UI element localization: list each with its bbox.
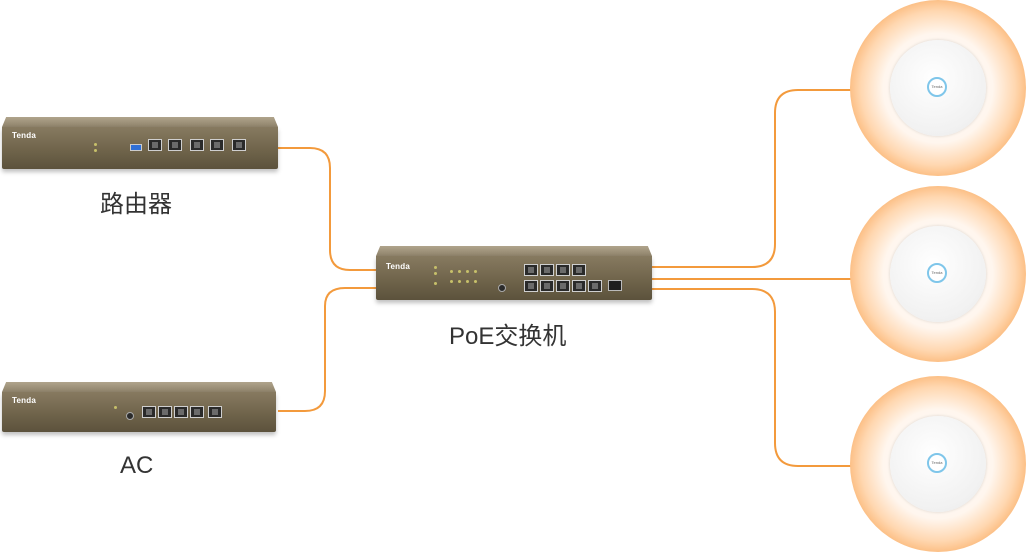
router-status-led — [94, 143, 97, 146]
router-brand-logo: Tenda — [12, 131, 36, 140]
switch-port-led — [450, 280, 453, 283]
router-status-led — [94, 149, 97, 152]
ac-ethernet-port — [174, 406, 188, 418]
router-label: 路由器 — [100, 184, 172, 219]
router-ethernet-port — [210, 139, 224, 151]
switch-poe-port — [572, 264, 586, 276]
switch-poe-port — [524, 264, 538, 276]
switch-poe-port — [524, 280, 538, 292]
switch-port-led — [466, 270, 469, 273]
switch-port-led — [458, 270, 461, 273]
switch-poe-port — [540, 280, 554, 292]
switch-status-led — [434, 272, 437, 275]
switch-port-led — [466, 280, 469, 283]
ac-ethernet-port — [208, 406, 222, 418]
access-point-brand: Tenda — [927, 460, 947, 465]
switch-poe-port — [556, 280, 570, 292]
ac-brand-logo: Tenda — [12, 396, 36, 405]
switch-poe-port — [572, 280, 586, 292]
router-usb-port — [130, 144, 142, 151]
ac-status-led — [114, 406, 117, 409]
switch-poe-port — [540, 264, 554, 276]
ac-label: AC — [120, 452, 153, 480]
wire-switch-ap-bottom — [650, 289, 852, 466]
switch-port-led — [450, 270, 453, 273]
switch-uplink-port — [588, 280, 602, 292]
access-point-middle: Tenda — [850, 186, 1026, 362]
wire-router-switch — [278, 148, 378, 270]
ac-ethernet-port — [158, 406, 172, 418]
wire-switch-ap-top — [650, 90, 852, 267]
ac-ethernet-port — [142, 406, 156, 418]
switch-port-led — [458, 280, 461, 283]
router-ethernet-port — [148, 139, 162, 151]
ac-reset-button — [126, 412, 134, 420]
switch-poe-port — [556, 264, 570, 276]
router-device: Tenda — [2, 117, 278, 169]
switch-status-led — [434, 266, 437, 269]
poe-switch-device: Tenda — [376, 246, 652, 300]
ac-ethernet-port — [190, 406, 204, 418]
switch-port-led — [474, 280, 477, 283]
switch-reset-button — [498, 284, 506, 292]
switch-sfp-port — [608, 280, 622, 291]
access-point-brand: Tenda — [927, 84, 947, 89]
switch-status-led — [434, 282, 437, 285]
switch-brand-logo: Tenda — [386, 262, 410, 271]
ac-device: Tenda — [2, 382, 276, 432]
access-point-brand: Tenda — [927, 270, 947, 275]
access-point-bottom: Tenda — [850, 376, 1026, 552]
switch-port-led — [474, 270, 477, 273]
router-ethernet-port — [232, 139, 246, 151]
access-point-top: Tenda — [850, 0, 1026, 176]
router-ethernet-port — [190, 139, 204, 151]
router-ethernet-port — [168, 139, 182, 151]
switch-label: PoE交换机 — [449, 316, 566, 351]
wire-ac-switch — [278, 288, 378, 411]
